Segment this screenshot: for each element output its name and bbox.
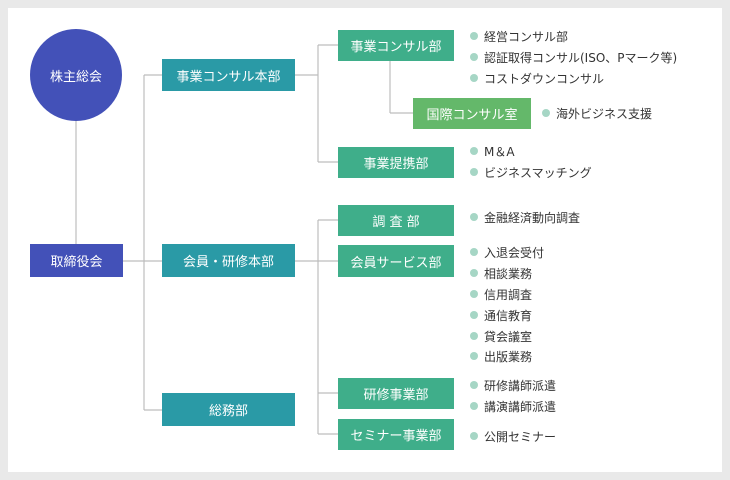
dept-seminar-business: セミナー事業部 (338, 419, 454, 450)
list-item: コストダウンコンサル (470, 70, 604, 86)
shareholders-meeting-node: 株主総会 (30, 29, 122, 121)
list-item: 信用調査 (470, 286, 532, 302)
list-item: 研修講師派遣 (470, 377, 556, 393)
list-item: 入退会受付 (470, 244, 544, 260)
list-item: 通信教育 (470, 307, 532, 323)
list-item: 公開セミナー (470, 428, 556, 444)
bullet-dot-icon (470, 290, 478, 298)
dept-member-services: 会員サービス部 (338, 245, 454, 277)
dept-training-business: 研修事業部 (338, 378, 454, 409)
list-item: M＆A (470, 143, 515, 159)
bullet-dot-icon (470, 332, 478, 340)
division-members-training: 会員・研修本部 (162, 244, 295, 277)
list-item: ビジネスマッチング (470, 164, 592, 180)
list-item: 貸会議室 (470, 328, 532, 344)
bullet-dot-icon (470, 432, 478, 440)
bullet-dot-icon (470, 269, 478, 277)
bullet-dot-icon (470, 352, 478, 360)
bullet-dot-icon (470, 402, 478, 410)
list-item: 講演講師派遣 (470, 398, 556, 414)
list-item: 認証取得コンサル(ISO、Pマーク等) (470, 49, 677, 65)
bullet-dot-icon (470, 213, 478, 221)
board-of-directors-node: 取締役会 (30, 244, 123, 277)
list-item: 経営コンサル部 (470, 28, 568, 44)
bullet-dot-icon (470, 74, 478, 82)
list-item: 相談業務 (470, 265, 532, 281)
bullet-dot-icon (470, 32, 478, 40)
bullet-dot-icon (470, 147, 478, 155)
dept-research: 調 査 部 (338, 205, 454, 236)
dept-business-alliance: 事業提携部 (338, 147, 454, 178)
dept-international-consulting: 国際コンサル室 (413, 98, 531, 129)
bullet-dot-icon (470, 53, 478, 61)
bullet-dot-icon (542, 109, 550, 117)
dept-business-consulting: 事業コンサル部 (338, 30, 454, 61)
division-business-consulting: 事業コンサル本部 (162, 59, 295, 91)
list-item: 出版業務 (470, 348, 532, 364)
bullet-dot-icon (470, 381, 478, 389)
bullet-dot-icon (470, 168, 478, 176)
bullet-dot-icon (470, 311, 478, 319)
bullet-dot-icon (470, 248, 478, 256)
list-item: 海外ビジネス支援 (542, 105, 652, 121)
division-general-affairs: 総務部 (162, 393, 295, 426)
list-item: 金融経済動向調査 (470, 209, 580, 225)
